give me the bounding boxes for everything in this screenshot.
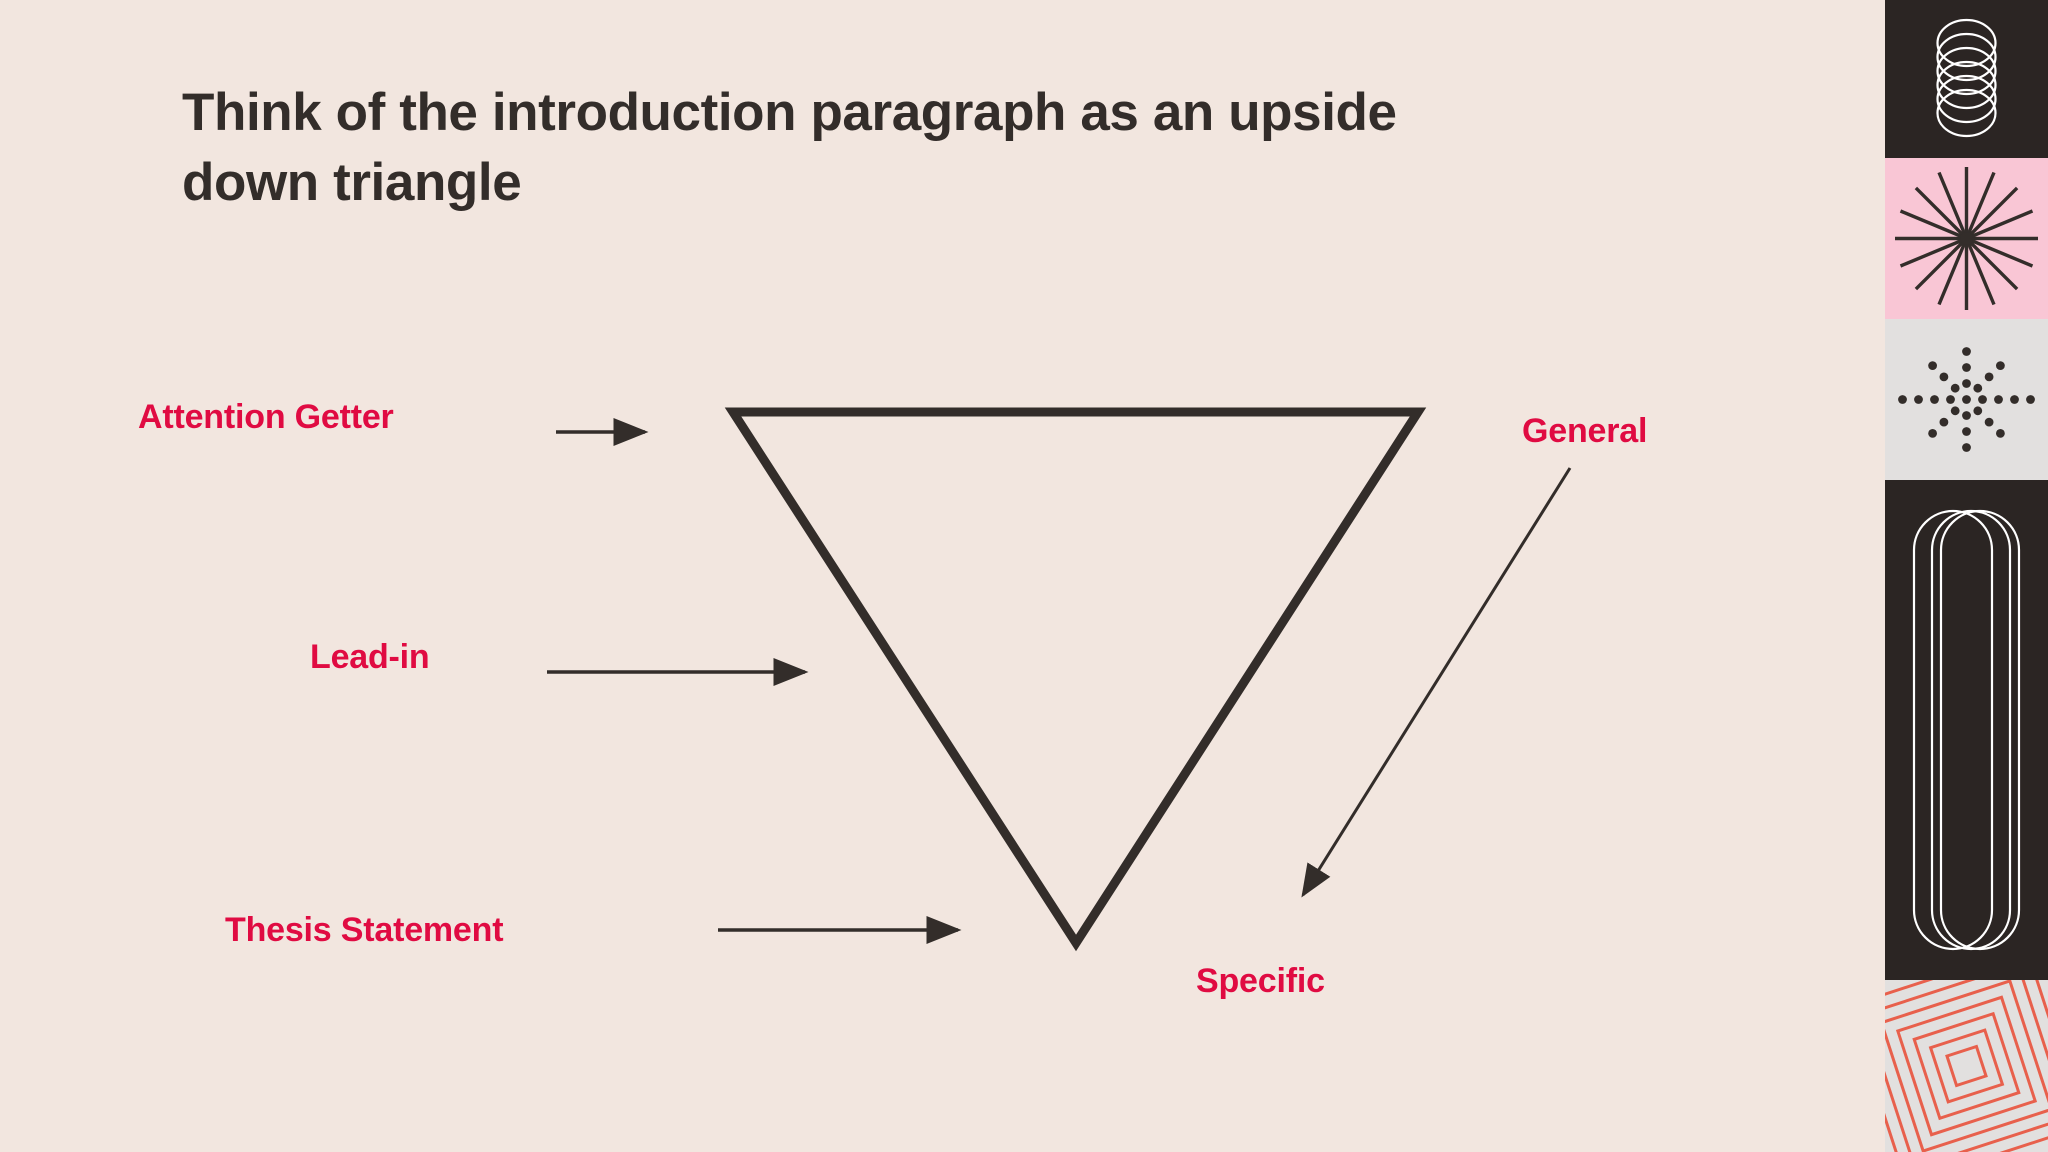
overlapping-pills-icon — [1912, 509, 2021, 951]
page-title: Think of the introduction paragraph as a… — [182, 83, 1397, 213]
label-attention-getter: Attention Getter — [138, 398, 394, 436]
starburst-lines-icon — [1895, 167, 2038, 310]
decorative-rail — [1885, 0, 2048, 1152]
triangle-diagram — [547, 407, 1572, 952]
label-specific: Specific — [1196, 962, 1325, 1000]
rail-panel-dots — [1885, 319, 2048, 480]
label-lead-in: Lead-in — [310, 638, 430, 676]
rail-panel-squares — [1885, 980, 2048, 1152]
rail-panel-starburst — [1885, 158, 2048, 319]
overlapping-circles-icon — [1936, 18, 1997, 138]
inverted-triangle-shape — [724, 407, 1427, 952]
dotted-starburst-icon — [1898, 347, 2035, 452]
label-general: General — [1522, 412, 1648, 450]
arrow-general-to-specific — [1301, 467, 1572, 898]
concentric-squares-icon — [1885, 980, 2048, 1152]
rail-panel-pills — [1885, 480, 2048, 980]
rail-panel-circles — [1885, 0, 2048, 158]
label-thesis-statement: Thesis Statement — [225, 911, 504, 949]
